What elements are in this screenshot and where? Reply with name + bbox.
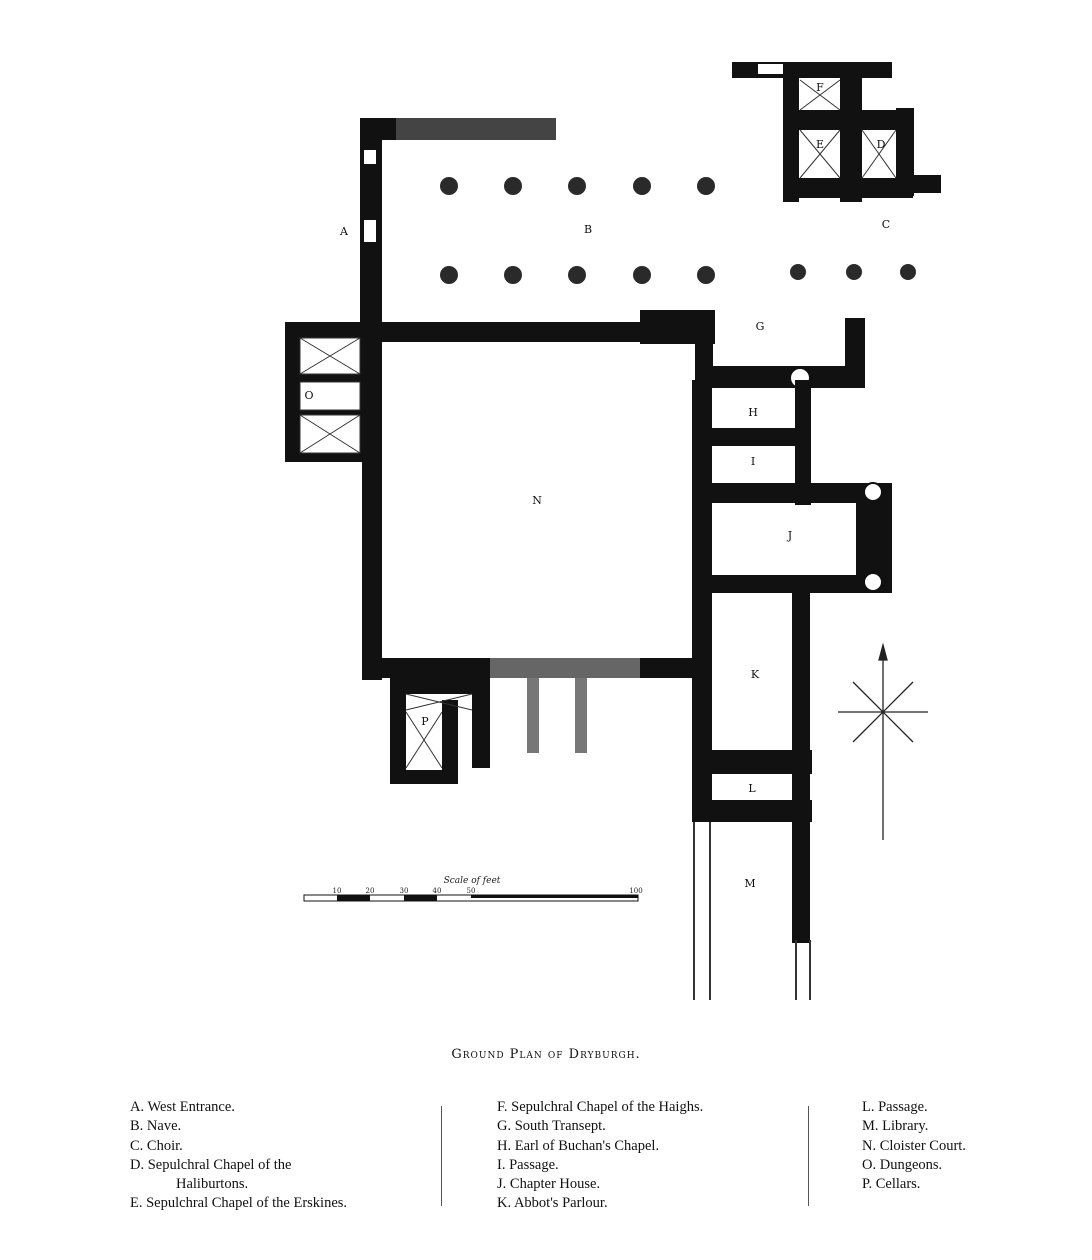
cellars [390, 678, 490, 784]
room-letter-j: J [787, 529, 792, 542]
room-letter-k: K [751, 668, 760, 681]
legend-text: Sepulchral Chapel of the Haighs. [511, 1099, 704, 1115]
legend-divider [441, 1106, 442, 1206]
legend-text: Sepulchral Chapel of the [147, 1156, 292, 1173]
room-letter-b: B [584, 223, 592, 236]
ground-plan-drawing: Scale of feet 10 20 30 40 50 100 A B C D… [285, 62, 941, 1000]
legend-key: G. [497, 1118, 512, 1135]
legend-text: Passage. [878, 1099, 928, 1115]
legend-text-continued: Haliburtons. [176, 1176, 249, 1193]
room-letter-d: D [877, 138, 886, 151]
legend-text: Passage. [509, 1156, 559, 1173]
legend-item: A. West Entrance. [130, 1098, 440, 1117]
legend-item: B. Nave. [130, 1117, 440, 1136]
legend-key: C. [130, 1137, 144, 1154]
legend-item: E. Sepulchral Chapel of the Erskines. [130, 1194, 440, 1213]
legend-key: F. [497, 1099, 508, 1115]
legend-text: Dungeons. [879, 1156, 943, 1173]
legend-text: Cellars. [875, 1176, 921, 1193]
legend-key: B. [130, 1118, 144, 1135]
legend-item: I. Passage. [497, 1156, 807, 1175]
north-chapels [732, 62, 941, 202]
room-letter-f: F [816, 81, 824, 94]
legend-text: South Transept. [514, 1118, 606, 1135]
room-letter-m: M [744, 877, 755, 890]
compass-icon [838, 642, 928, 840]
room-letter-p: P [421, 715, 429, 728]
scale-label: Scale of feet [444, 876, 501, 886]
legend-item: N. Cloister Court. [862, 1137, 1082, 1156]
nave-walls [360, 118, 715, 344]
room-letters: A B C D E F G H I J K L M N O P [304, 81, 890, 890]
legend-key: O. [862, 1156, 877, 1173]
scale-tick: 40 [433, 887, 442, 895]
legend-item: K. Abbot's Parlour. [497, 1194, 807, 1213]
room-letter-l: L [748, 782, 756, 795]
legend-key: N. [862, 1137, 877, 1154]
legend-key: I. [497, 1156, 506, 1173]
plan-title: Ground Plan of Dryburgh. [451, 1047, 641, 1062]
legend-key: A. [130, 1099, 145, 1115]
legend-item: P. Cellars. [862, 1175, 1082, 1194]
legend-item: C. Choir. [130, 1137, 440, 1156]
legend-text: Library. [882, 1118, 929, 1135]
scale-tick: 10 [333, 887, 342, 895]
legend-text: Nave. [146, 1118, 182, 1135]
legend-text: Choir. [146, 1137, 183, 1154]
legend-item: J. Chapter House. [497, 1175, 807, 1194]
room-letter-c: C [882, 218, 890, 231]
legend-column-3: L. Passage. M. Library. N. Cloister Cour… [862, 1098, 1082, 1194]
legend-text: Earl of Buchan's Chapel. [514, 1137, 660, 1154]
legend-key: K. [497, 1195, 512, 1212]
room-letter-g: G [756, 320, 765, 333]
scale-tick: 30 [400, 887, 409, 895]
room-letter-e: E [816, 138, 824, 151]
south-transept [695, 318, 865, 389]
legend-item: M. Library. [862, 1117, 1082, 1136]
legend-item: H. Earl of Buchan's Chapel. [497, 1137, 807, 1156]
room-letter-a: A [339, 225, 349, 238]
legend-item: F. Sepulchral Chapel of the Haighs. [497, 1098, 807, 1117]
legend-key: M. [862, 1118, 879, 1135]
legend-key: D. [130, 1156, 145, 1173]
cloister-court [362, 342, 692, 753]
legend-column-1: A. West Entrance. B. Nave. C. Choir. D. … [130, 1098, 440, 1214]
legend-item: O. Dungeons. [862, 1156, 1082, 1175]
legend-key: P. [862, 1176, 873, 1193]
dungeons [285, 322, 362, 462]
legend-key: L. [862, 1099, 875, 1115]
legend-key: E. [130, 1195, 143, 1212]
room-letter-n: N [532, 494, 542, 507]
scale-bar: Scale of feet 10 20 30 40 50 100 [303, 876, 643, 902]
legend-text: Abbot's Parlour. [513, 1195, 608, 1212]
legend-text: Sepulchral Chapel of the Erskines. [146, 1195, 348, 1212]
legend-column-2: F. Sepulchral Chapel of the Haighs. G. S… [497, 1098, 807, 1214]
room-letter-h: H [748, 406, 758, 419]
legend-divider [808, 1106, 809, 1206]
east-range [692, 380, 892, 1000]
legend-item: L. Passage. [862, 1098, 1082, 1117]
legend-text: Cloister Court. [879, 1137, 966, 1154]
room-letter-o: O [304, 389, 313, 402]
scale-tick: 20 [366, 887, 375, 895]
scale-tick: 50 [467, 887, 476, 895]
legend-item: G. South Transept. [497, 1117, 807, 1136]
legend-key: H. [497, 1137, 512, 1154]
legend-text: West Entrance. [147, 1099, 235, 1115]
room-letter-i: I [751, 455, 755, 468]
scale-tick: 100 [629, 887, 642, 895]
legend-text: Chapter House. [509, 1176, 601, 1193]
legend-key: J. [497, 1176, 507, 1193]
nave-piers [440, 177, 916, 284]
